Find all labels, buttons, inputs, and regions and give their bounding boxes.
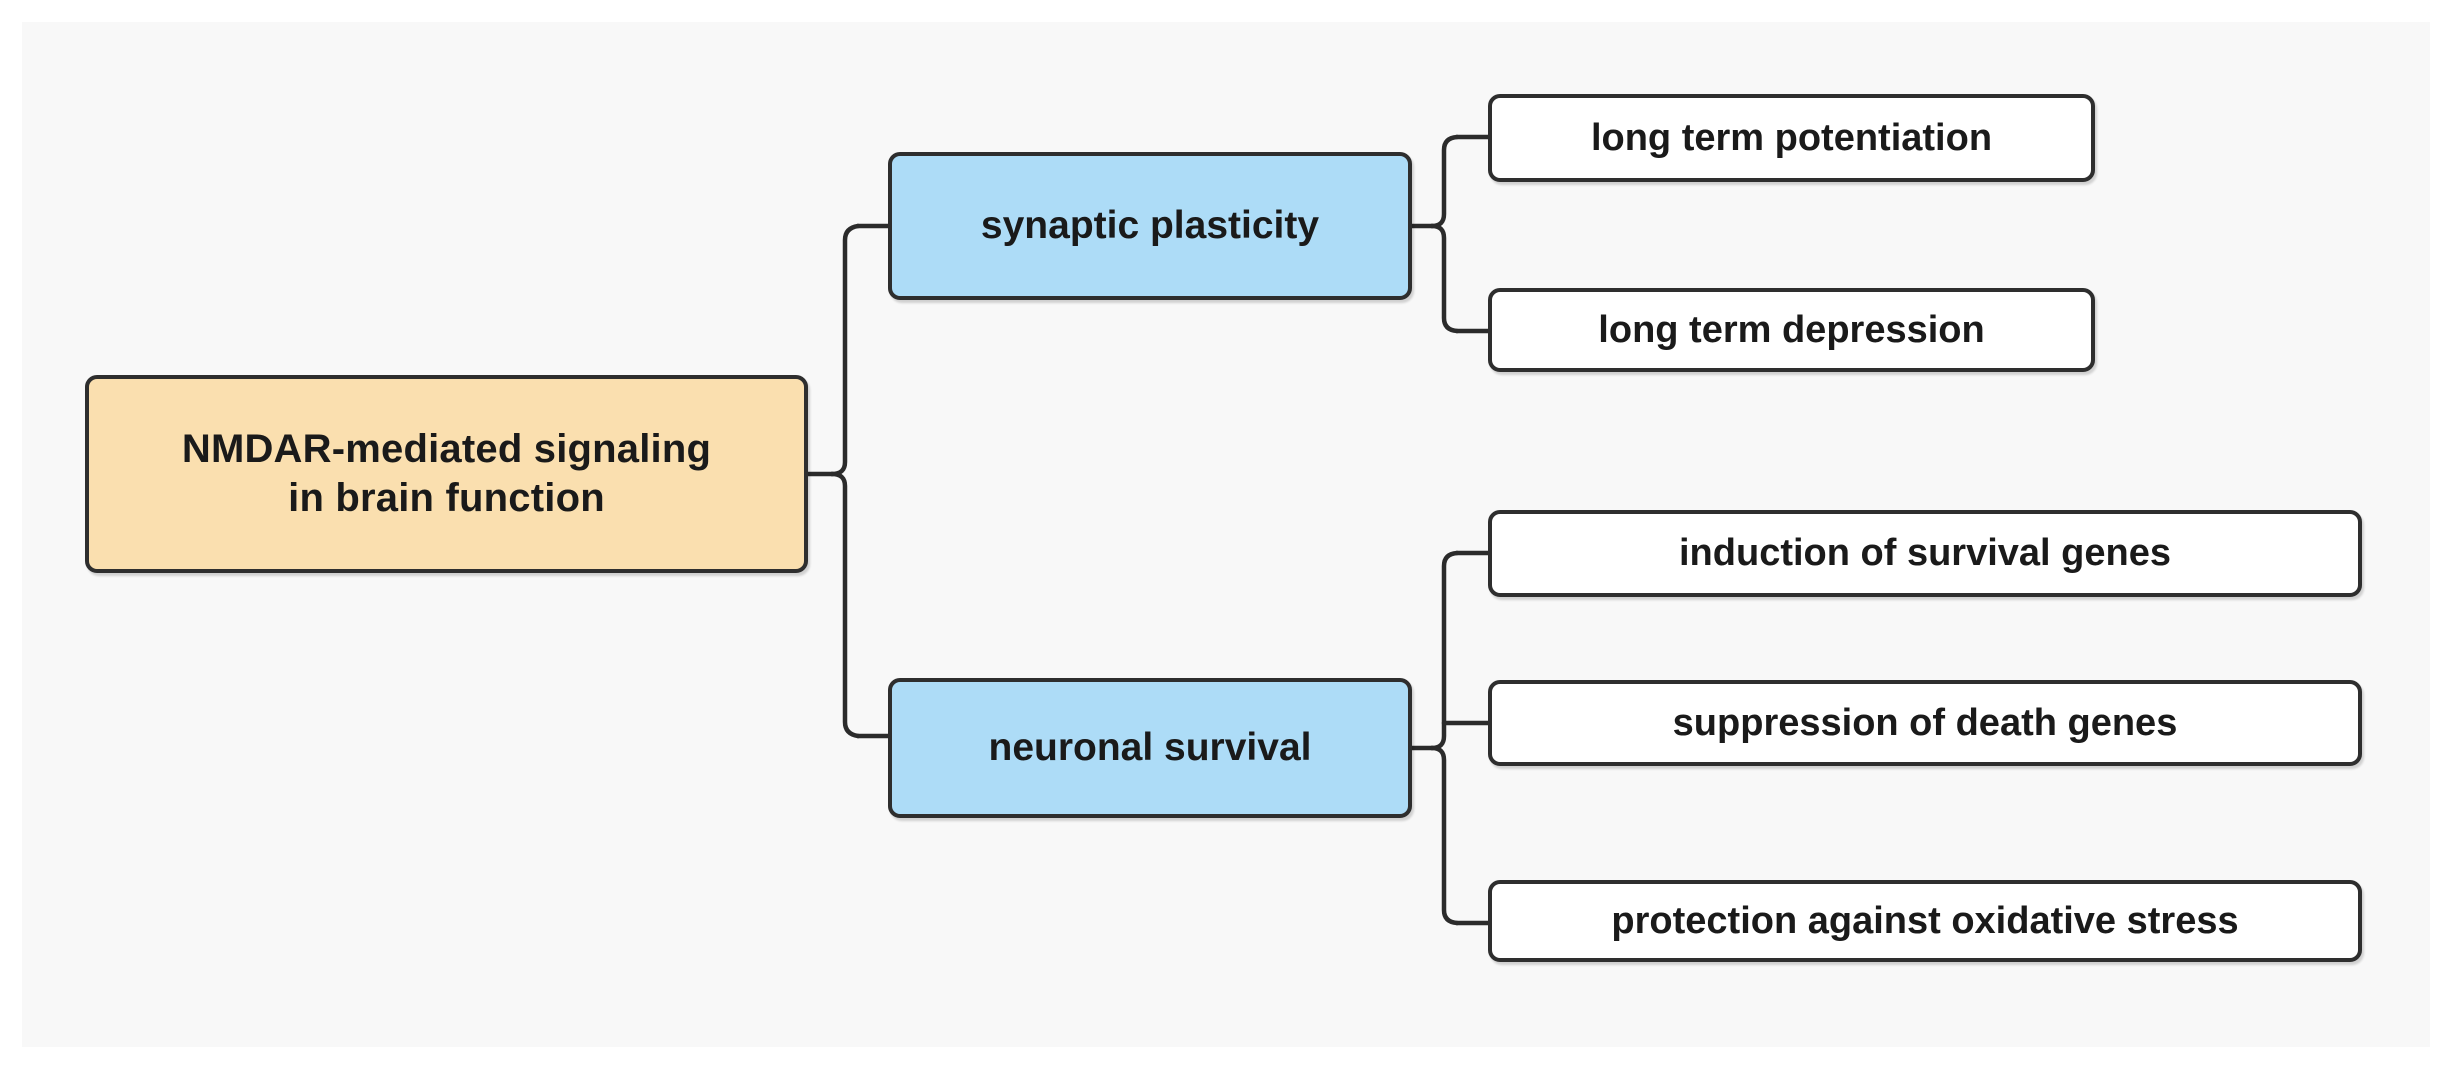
- leaf-node-label: induction of survival genes: [1679, 532, 2171, 575]
- leaf-node-induction-of-survival-genes[interactable]: induction of survival genes: [1488, 510, 2362, 597]
- branch-node-neuronal-survival[interactable]: neuronal survival: [888, 678, 1412, 818]
- leaf-node-suppression-of-death-genes[interactable]: suppression of death genes: [1488, 680, 2362, 766]
- leaf-node-protection-against-oxidative-stress[interactable]: protection against oxidative stress: [1488, 880, 2362, 962]
- leaf-node-label: protection against oxidative stress: [1611, 899, 2239, 942]
- root-node-label: NMDAR-mediated signaling in brain functi…: [181, 427, 712, 520]
- branch-node-synaptic-plasticity[interactable]: synaptic plasticity: [888, 152, 1412, 300]
- leaf-node-label: suppression of death genes: [1672, 701, 2178, 744]
- leaf-node-label: long term depression: [1598, 308, 1985, 351]
- leaf-node-long-term-depression[interactable]: long term depression: [1488, 288, 2095, 372]
- branch-node-label: neuronal survival: [988, 726, 1312, 770]
- leaf-node-long-term-potentiation[interactable]: long term potentiation: [1488, 94, 2095, 182]
- branch-node-label: synaptic plasticity: [980, 204, 1320, 248]
- leaf-node-label: long term potentiation: [1590, 116, 1993, 159]
- root-node[interactable]: NMDAR-mediated signaling in brain functi…: [85, 375, 808, 573]
